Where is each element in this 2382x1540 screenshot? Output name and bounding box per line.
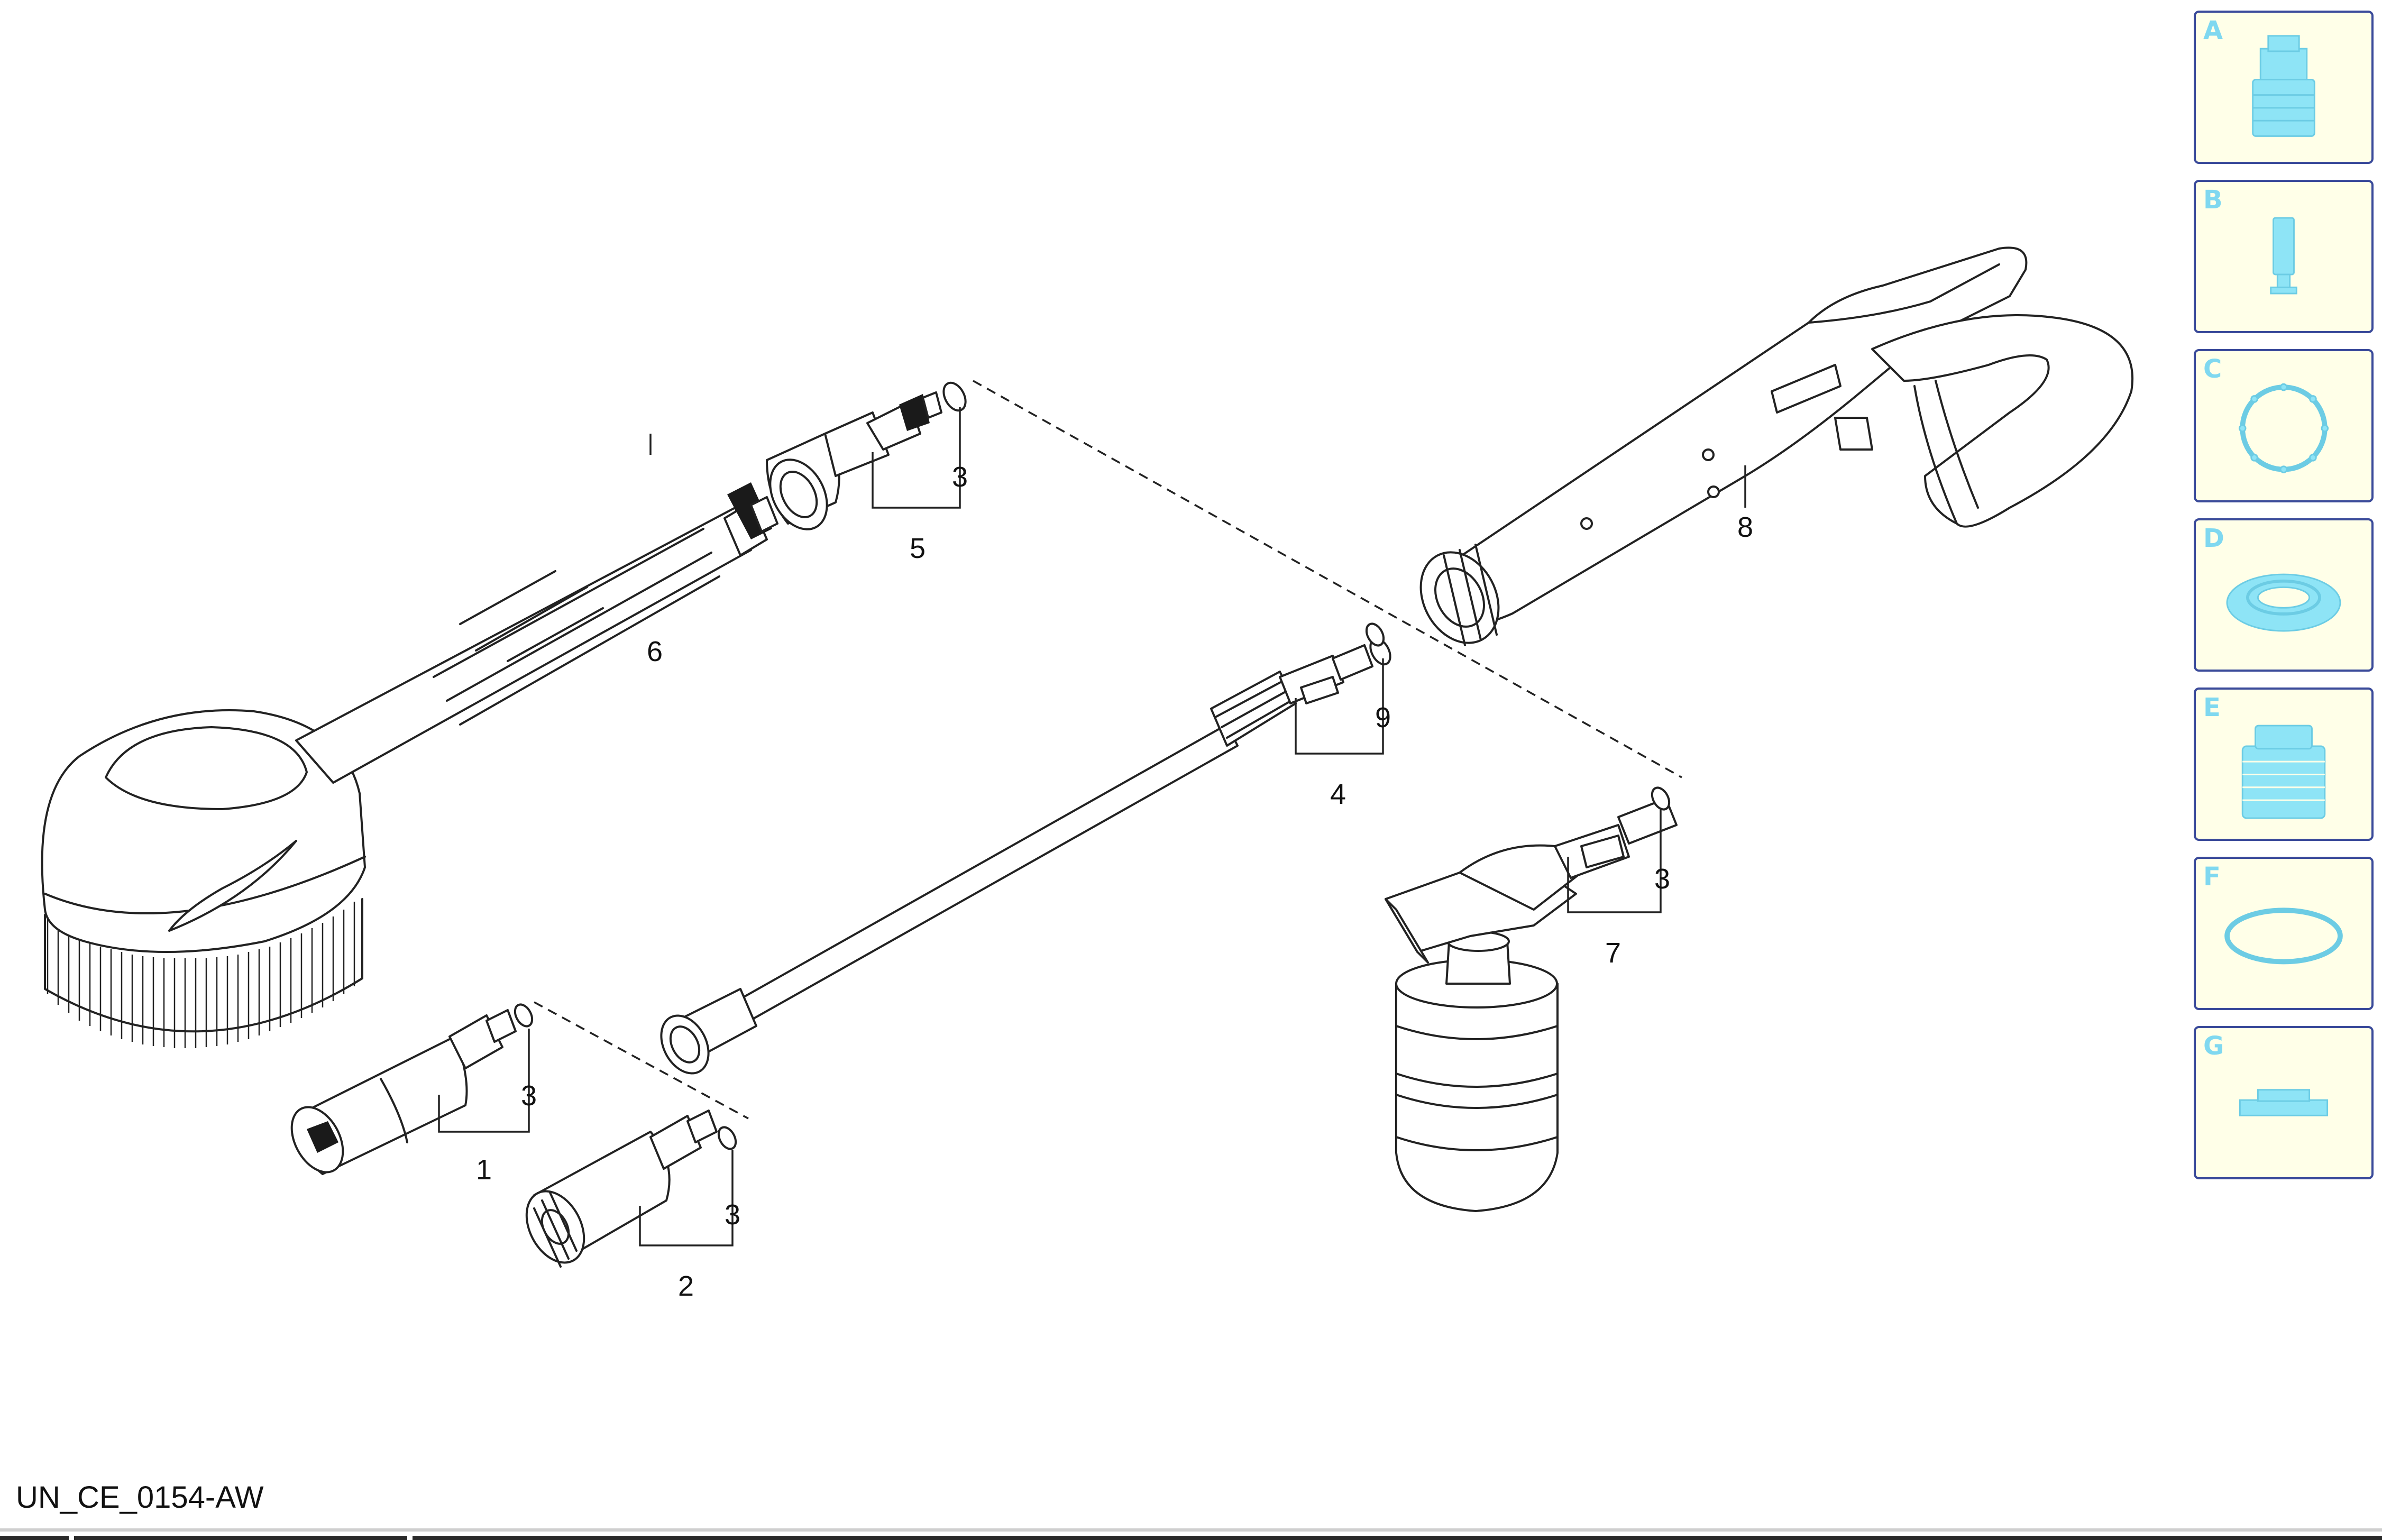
- part-4-lance: [660, 637, 1391, 1075]
- thumbnail-e[interactable]: E: [2194, 688, 2374, 841]
- part-6-wash-brush: [41, 482, 778, 1048]
- part-9-o-ring: [1365, 622, 1385, 647]
- thumbnail-letter: F: [2203, 862, 2221, 892]
- part-5-adapter: [766, 381, 967, 530]
- callout-3-foam: 3: [1654, 863, 1670, 895]
- thumbnail-letter: D: [2203, 524, 2224, 553]
- callout-9: 9: [1375, 702, 1391, 734]
- footer-divider: [0, 1528, 2382, 1532]
- thumbnail-letter: A: [2203, 16, 2223, 45]
- thumbnail-b[interactable]: B: [2194, 180, 2374, 333]
- callout-5: 5: [910, 533, 926, 564]
- thumbnail-letter: B: [2203, 185, 2223, 215]
- footer-bar: [0, 1536, 2382, 1540]
- callout-labels: 6 3 5 8 9 4 3 7 3 1 3 2: [476, 461, 1753, 1302]
- footer-tick: [69, 1534, 74, 1540]
- part-2-rotary-nozzle: [525, 1110, 737, 1268]
- part-7-foam-bottle: [1385, 786, 1678, 1212]
- part-8-spray-gun: [1419, 246, 2134, 646]
- callout-3-nozzle: 3: [521, 1080, 537, 1112]
- o-ring-icon: [2238, 383, 2329, 473]
- nozzle-coupling-icon: [2252, 35, 2315, 137]
- callout-3-adapter: 3: [952, 461, 968, 493]
- part-thumbnail-list: A B C D E: [2194, 11, 2377, 1195]
- thumbnail-g[interactable]: G: [2194, 1026, 2374, 1179]
- callout-3-rotary: 3: [725, 1199, 740, 1231]
- thumbnail-letter: C: [2203, 354, 2222, 384]
- clip-icon: [2239, 1089, 2329, 1116]
- thumbnail-letter: E: [2203, 693, 2221, 722]
- leader-lines: [438, 407, 1746, 1246]
- callout-6: 6: [647, 636, 663, 667]
- callout-2: 2: [678, 1270, 694, 1302]
- callout-1: 1: [476, 1154, 492, 1186]
- callout-4: 4: [1330, 778, 1346, 810]
- thumbnail-f[interactable]: F: [2194, 857, 2374, 1010]
- callout-8: 8: [1737, 511, 1753, 543]
- flat-gasket-icon: [2224, 908, 2343, 965]
- thumbnail-letter: G: [2203, 1031, 2224, 1061]
- threaded-nut-icon: [2241, 725, 2326, 819]
- drawing-code: UN_CE_0154-AW: [16, 1480, 264, 1515]
- cylinder-insert-icon: [2270, 217, 2297, 295]
- thumbnail-d[interactable]: D: [2194, 518, 2374, 672]
- thumbnail-c[interactable]: C: [2194, 349, 2374, 502]
- assembly-axis-lines: [534, 380, 1682, 1120]
- footer-tick: [407, 1534, 413, 1540]
- brush-bristles: [44, 898, 363, 1048]
- part-1-nozzle: [290, 1003, 534, 1175]
- callout-7: 7: [1605, 937, 1621, 969]
- thumbnail-a[interactable]: A: [2194, 11, 2374, 164]
- seal-ring-icon: [2226, 573, 2341, 632]
